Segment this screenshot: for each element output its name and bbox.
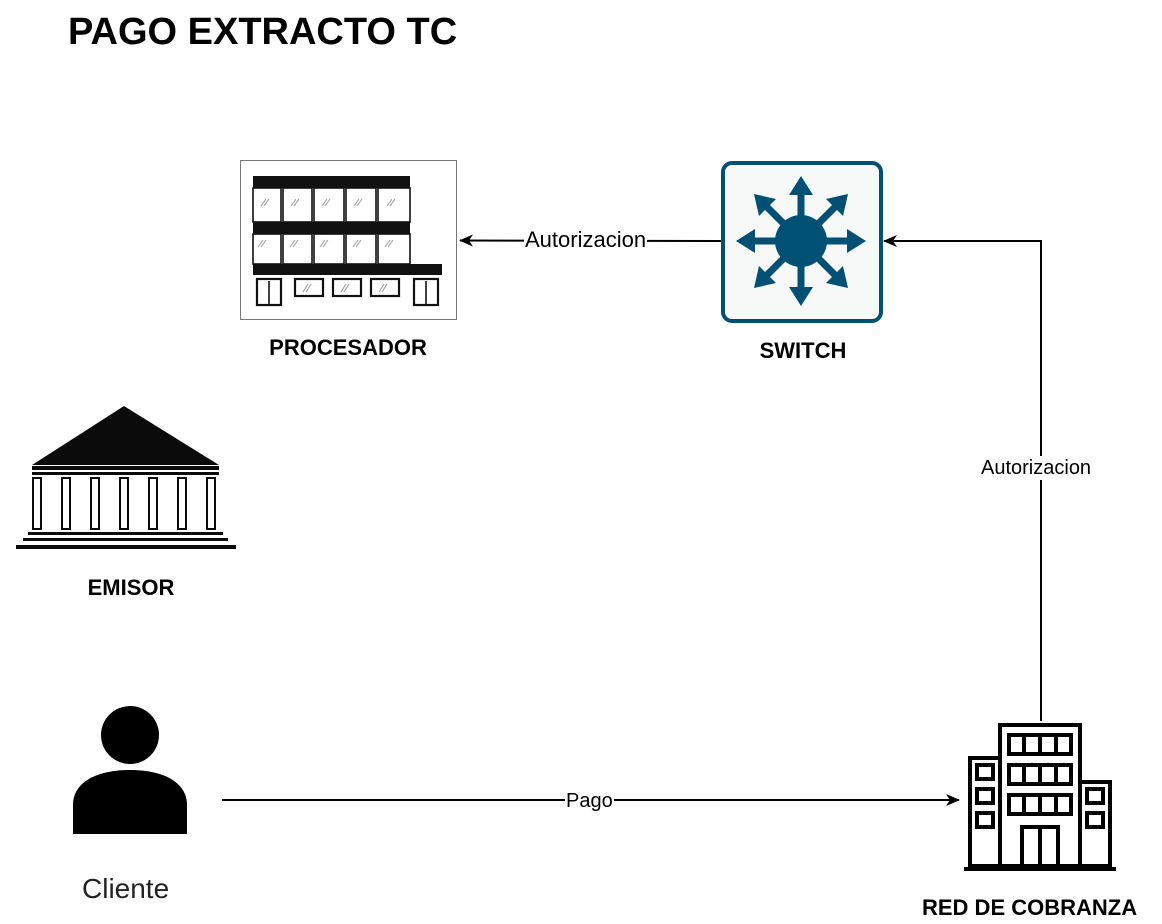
edge-label-switch-to-procesador: Autorizacion xyxy=(524,227,648,252)
switch-label: SWITCH xyxy=(759,338,847,363)
edge-label-red-to-switch: Autorizacion xyxy=(980,456,1093,480)
corporate-building-icon[interactable] xyxy=(964,723,1116,871)
procesador-label: PROCESADOR xyxy=(269,335,427,360)
bank-icon[interactable] xyxy=(16,406,236,549)
edge-red-to-switch xyxy=(883,235,1042,721)
diagram-title: PAGO EXTRACTO TC xyxy=(68,11,458,53)
cliente-label: Cliente xyxy=(82,873,170,904)
red-de-cobranza-label: RED DE COBRANZA xyxy=(922,895,1138,920)
emisor-label: EMISOR xyxy=(87,575,175,600)
network-switch-icon[interactable] xyxy=(721,161,883,323)
edge-label-cliente-to-red: Pago xyxy=(565,789,614,813)
person-icon[interactable] xyxy=(73,706,187,834)
office-building-icon[interactable] xyxy=(240,160,457,320)
